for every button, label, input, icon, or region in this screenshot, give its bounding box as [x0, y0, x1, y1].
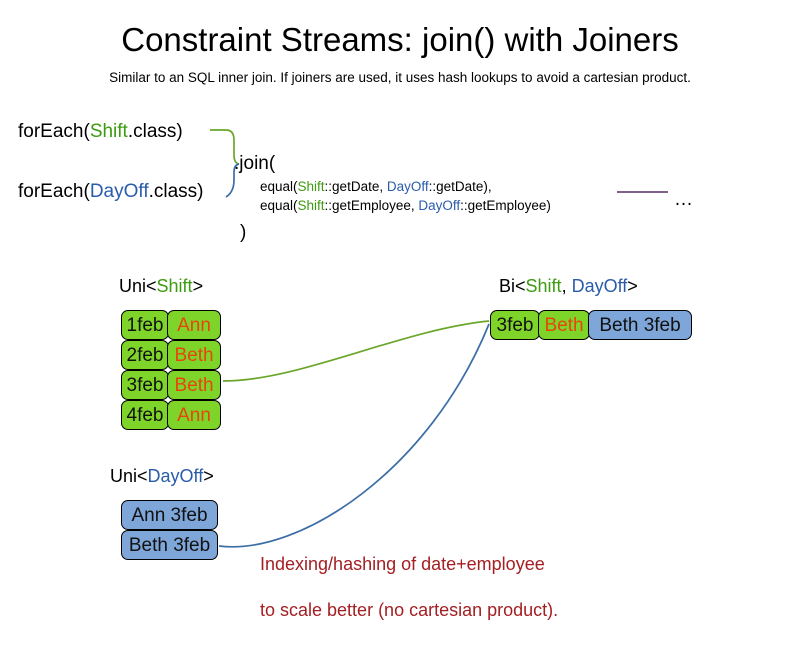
table-row[interactable]: 2feb Beth [121, 340, 225, 370]
bi-label-separator: , [561, 276, 572, 296]
table-row[interactable]: 3feb Beth [121, 370, 225, 400]
cell-employee: Ann [167, 400, 221, 430]
cell-date: 2feb [121, 340, 169, 370]
bi-label-suffix: > [627, 276, 638, 296]
code-joiner-line-1: equal(Shift::getDate, DayOff::getDate), [260, 177, 492, 196]
uni-dayoff-label-type: DayOff [147, 466, 204, 486]
code-joiner-1-right-method: ::getDate), [428, 179, 492, 194]
code-join-close: ) [240, 222, 247, 243]
bi-label-type-a: Shift [525, 276, 562, 296]
code-foreach-dayoff-type: DayOff [89, 181, 149, 202]
uni-shift-label-type: Shift [156, 276, 193, 296]
code-foreach-dayoff: forEach(DayOff.class) [18, 180, 204, 204]
code-foreach-shift-suffix: .class) [127, 121, 183, 142]
cell-date: 3feb [121, 370, 169, 400]
connector-wires [210, 129, 668, 548]
page-subtitle: Similar to an SQL inner join. If joiners… [109, 70, 691, 85]
note-line-1: Indexing/hashing of date+employee [260, 554, 545, 574]
cell-employee: Ann [167, 310, 221, 340]
code-joiner-2-left-type: Shift [297, 198, 325, 213]
code-joiner-1-right-type: DayOff [386, 179, 429, 194]
bi-tuple-row[interactable]: 3feb Beth Beth 3feb [490, 310, 692, 340]
cell-dayoff: Ann 3feb [121, 500, 218, 530]
uni-shift-label: Uni<Shift> [119, 275, 203, 297]
code-joiner-2-left-method: ::getEmployee, [324, 198, 419, 213]
uni-dayoff-label: Uni<DayOff> [110, 465, 214, 487]
cell-dayoff: Beth 3feb [588, 310, 692, 340]
code-foreach-shift-type: Shift [89, 121, 128, 142]
uni-shift-label-prefix: Uni< [119, 276, 157, 296]
note-line-2: to scale better (no cartesian product). [260, 600, 559, 620]
bi-label-prefix: Bi< [499, 276, 526, 296]
code-foreach-dayoff-suffix: .class) [148, 181, 204, 202]
code-foreach-shift: forEach(Shift.class) [18, 120, 183, 144]
table-row[interactable]: 1feb Ann [121, 310, 225, 340]
cell-date: 3feb [490, 310, 540, 340]
cell-employee: Beth [538, 310, 590, 340]
code-joiner-2-prefix: equal( [260, 198, 298, 213]
code-joiner-1-prefix: equal( [260, 179, 298, 194]
table-row[interactable]: Ann 3feb [121, 500, 218, 530]
cell-dayoff: Beth 3feb [121, 530, 218, 560]
code-foreach-dayoff-prefix: forEach( [18, 181, 90, 202]
table-row[interactable]: 4feb Ann [121, 400, 225, 430]
continuation-ellipsis: … [674, 189, 693, 210]
slide-canvas: Constraint Streams: join() with Joiners … [18, 21, 693, 620]
cell-employee: Beth [167, 370, 221, 400]
uni-dayoff-label-prefix: Uni< [110, 466, 148, 486]
code-join-open: .join( [234, 153, 276, 174]
code-joiner-1-left-method: ::getDate, [324, 179, 387, 194]
table-row[interactable]: Beth 3feb [121, 530, 218, 560]
note-annotation: Indexing/hashing of date+employee to sca… [260, 530, 558, 645]
code-joiner-2-right-method: ::getEmployee) [460, 198, 551, 213]
cell-employee: Beth [167, 340, 221, 370]
code-joiner-1-left-type: Shift [297, 179, 325, 194]
cell-date: 1feb [121, 310, 169, 340]
wire-shift-row-to-bi [222, 320, 490, 382]
code-joiner-line-2: equal(Shift::getEmployee, DayOff::getEmp… [260, 196, 551, 215]
wire-dayoff-row-to-bi [218, 323, 490, 548]
uni-dayoff-label-suffix: > [203, 466, 214, 486]
code-foreach-shift-prefix: forEach( [18, 121, 90, 142]
code-joiner-2-right-type: DayOff [418, 198, 461, 213]
bi-label-type-b: DayOff [571, 276, 628, 296]
uni-shift-label-suffix: > [192, 276, 204, 296]
bi-label: Bi<Shift, DayOff> [499, 275, 638, 297]
cell-date: 4feb [121, 400, 169, 430]
page-title: Constraint Streams: join() with Joiners [121, 21, 679, 58]
